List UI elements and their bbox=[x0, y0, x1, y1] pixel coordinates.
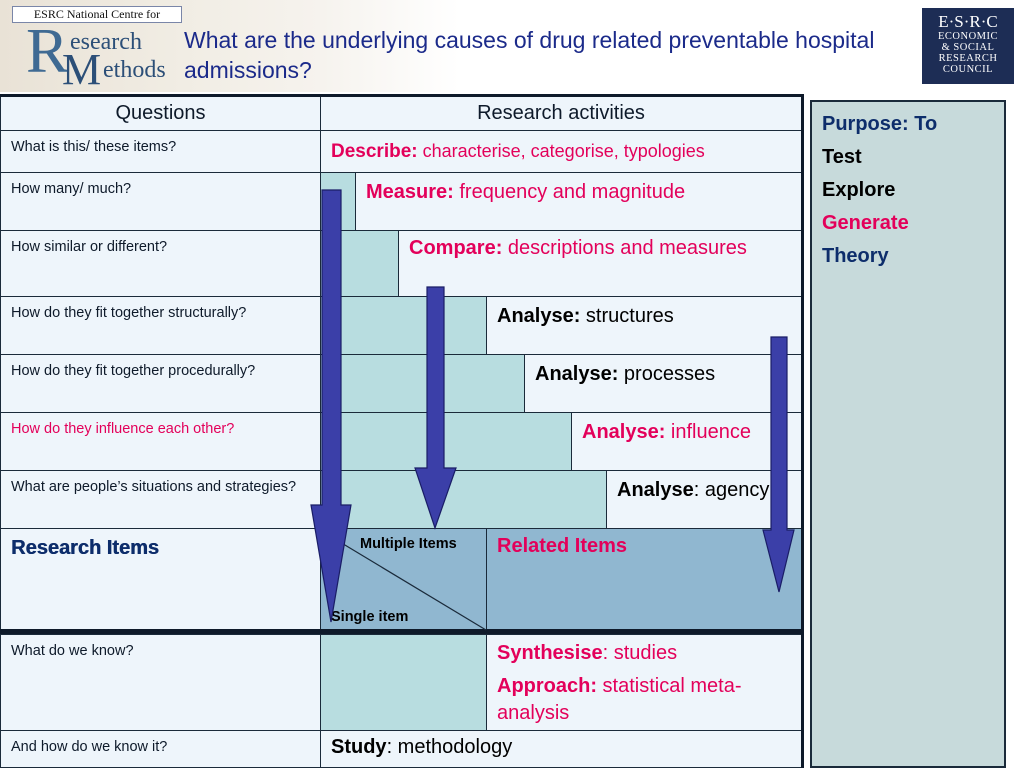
activity-keyword: Study bbox=[331, 736, 387, 758]
logo-m-letter: M bbox=[62, 45, 102, 94]
activity-cell: Analyse: structures bbox=[486, 296, 802, 355]
esrc-logo: E·S·R·C ECONOMIC & SOCIAL RESEARCH COUNC… bbox=[922, 8, 1014, 84]
purpose-item-test: Test bbox=[822, 146, 862, 168]
question-cell: How do they fit together structurally? bbox=[0, 296, 321, 355]
question-cell: What are people’s situations and strateg… bbox=[0, 470, 321, 529]
activity-keyword: Analyse: bbox=[535, 363, 619, 385]
related-items-cell: Related Items bbox=[486, 528, 802, 631]
activity-keyword: Synthesise bbox=[497, 642, 603, 664]
activity-detail: descriptions and measures bbox=[502, 237, 747, 259]
esrc-logo-line: & SOCIAL bbox=[941, 42, 995, 53]
purpose-panel: Purpose: To Test Explore Generate Theory bbox=[810, 100, 1006, 768]
activity-cell: Measure: frequency and magnitude bbox=[355, 172, 802, 231]
activity-detail: processes bbox=[618, 363, 716, 385]
question-cell: What is this/ these items? bbox=[0, 130, 321, 173]
table-right-border bbox=[801, 94, 804, 768]
activity-cell: Synthesise: studies Approach: statistica… bbox=[486, 634, 802, 731]
activity-cell: Analyse: influence bbox=[571, 412, 802, 471]
step-cell bbox=[320, 412, 572, 471]
purpose-item-explore: Explore bbox=[822, 179, 896, 201]
activity-detail: frequency and magnitude bbox=[453, 181, 686, 203]
activity-cell: Describe: characterise, categorise, typo… bbox=[320, 130, 802, 173]
activity-keyword: Analyse: bbox=[582, 421, 666, 443]
multiple-items-label: Multiple Items bbox=[360, 536, 457, 552]
step-cell bbox=[320, 296, 487, 355]
research-items-cell: Research Items bbox=[0, 528, 321, 631]
activity-detail: : studies bbox=[602, 642, 678, 664]
research-activities-table: Questions Research activities What is th… bbox=[0, 94, 803, 768]
single-item-label: Single item bbox=[331, 609, 409, 625]
question-cell: How similar or different? bbox=[0, 230, 321, 297]
question-cell: How do they fit together procedurally? bbox=[0, 354, 321, 413]
activity-detail: structures bbox=[580, 305, 674, 327]
table-top-border bbox=[0, 94, 804, 97]
purpose-item-theory: Theory bbox=[822, 245, 889, 267]
logo-centre-label: ESRC National Centre for bbox=[12, 6, 182, 23]
esrc-logo-line: E·S·R·C bbox=[938, 12, 998, 31]
esrc-logo-line: RESEARCH bbox=[938, 53, 998, 64]
activity-detail: statistical meta-analysis bbox=[497, 675, 742, 724]
question-cell: How many/ much? bbox=[0, 172, 321, 231]
activity-cell: Analyse: processes bbox=[524, 354, 802, 413]
activity-keyword: Describe: bbox=[331, 141, 418, 162]
step-cell bbox=[320, 634, 487, 731]
activity-cell: Study: methodology bbox=[320, 730, 802, 768]
question-cell: And how do we know it? bbox=[0, 730, 321, 768]
activity-keyword: Measure: bbox=[366, 181, 454, 203]
logo-word-methods: ethods bbox=[103, 57, 166, 83]
table-section-divider bbox=[0, 629, 804, 634]
purpose-title: Purpose: To bbox=[822, 113, 938, 135]
question-cell: What do we know? bbox=[0, 634, 321, 731]
step-cell bbox=[320, 470, 607, 529]
activity-keyword: Approach: bbox=[497, 675, 597, 697]
activity-keyword: Compare: bbox=[409, 237, 503, 259]
logo-word-research: esearch bbox=[70, 29, 142, 55]
ncrm-logo: ESRC National Centre for R esearch M eth… bbox=[10, 4, 182, 94]
related-items-label: Related Items bbox=[497, 535, 628, 557]
esrc-logo-line: COUNCIL bbox=[942, 64, 994, 75]
step-cell bbox=[320, 354, 525, 413]
activity-cell: Analyse: agency bbox=[606, 470, 802, 529]
purpose-item-generate: Generate bbox=[822, 212, 909, 234]
question-cell: How do they influence each other? bbox=[0, 412, 321, 471]
research-items-label: Research Items bbox=[11, 537, 159, 559]
step-cell bbox=[320, 230, 399, 297]
esrc-logo-line: ECONOMIC bbox=[937, 31, 998, 42]
activity-cell: Compare: descriptions and measures bbox=[398, 230, 802, 297]
activity-keyword: Analyse bbox=[617, 479, 694, 501]
activity-keyword: Analyse: bbox=[497, 305, 581, 327]
column-header-questions: Questions bbox=[0, 94, 321, 132]
slide-title: What are the underlying causes of drug r… bbox=[184, 27, 875, 83]
activity-detail: characterise, categorise, typologies bbox=[417, 141, 705, 161]
column-header-research-activities: Research activities bbox=[320, 94, 802, 132]
activity-detail: influence bbox=[665, 421, 751, 443]
logo-r-letter: R bbox=[26, 15, 69, 86]
activity-detail: : methodology bbox=[386, 736, 513, 758]
activity-detail: : agency bbox=[693, 479, 770, 501]
step-cell bbox=[320, 172, 356, 231]
